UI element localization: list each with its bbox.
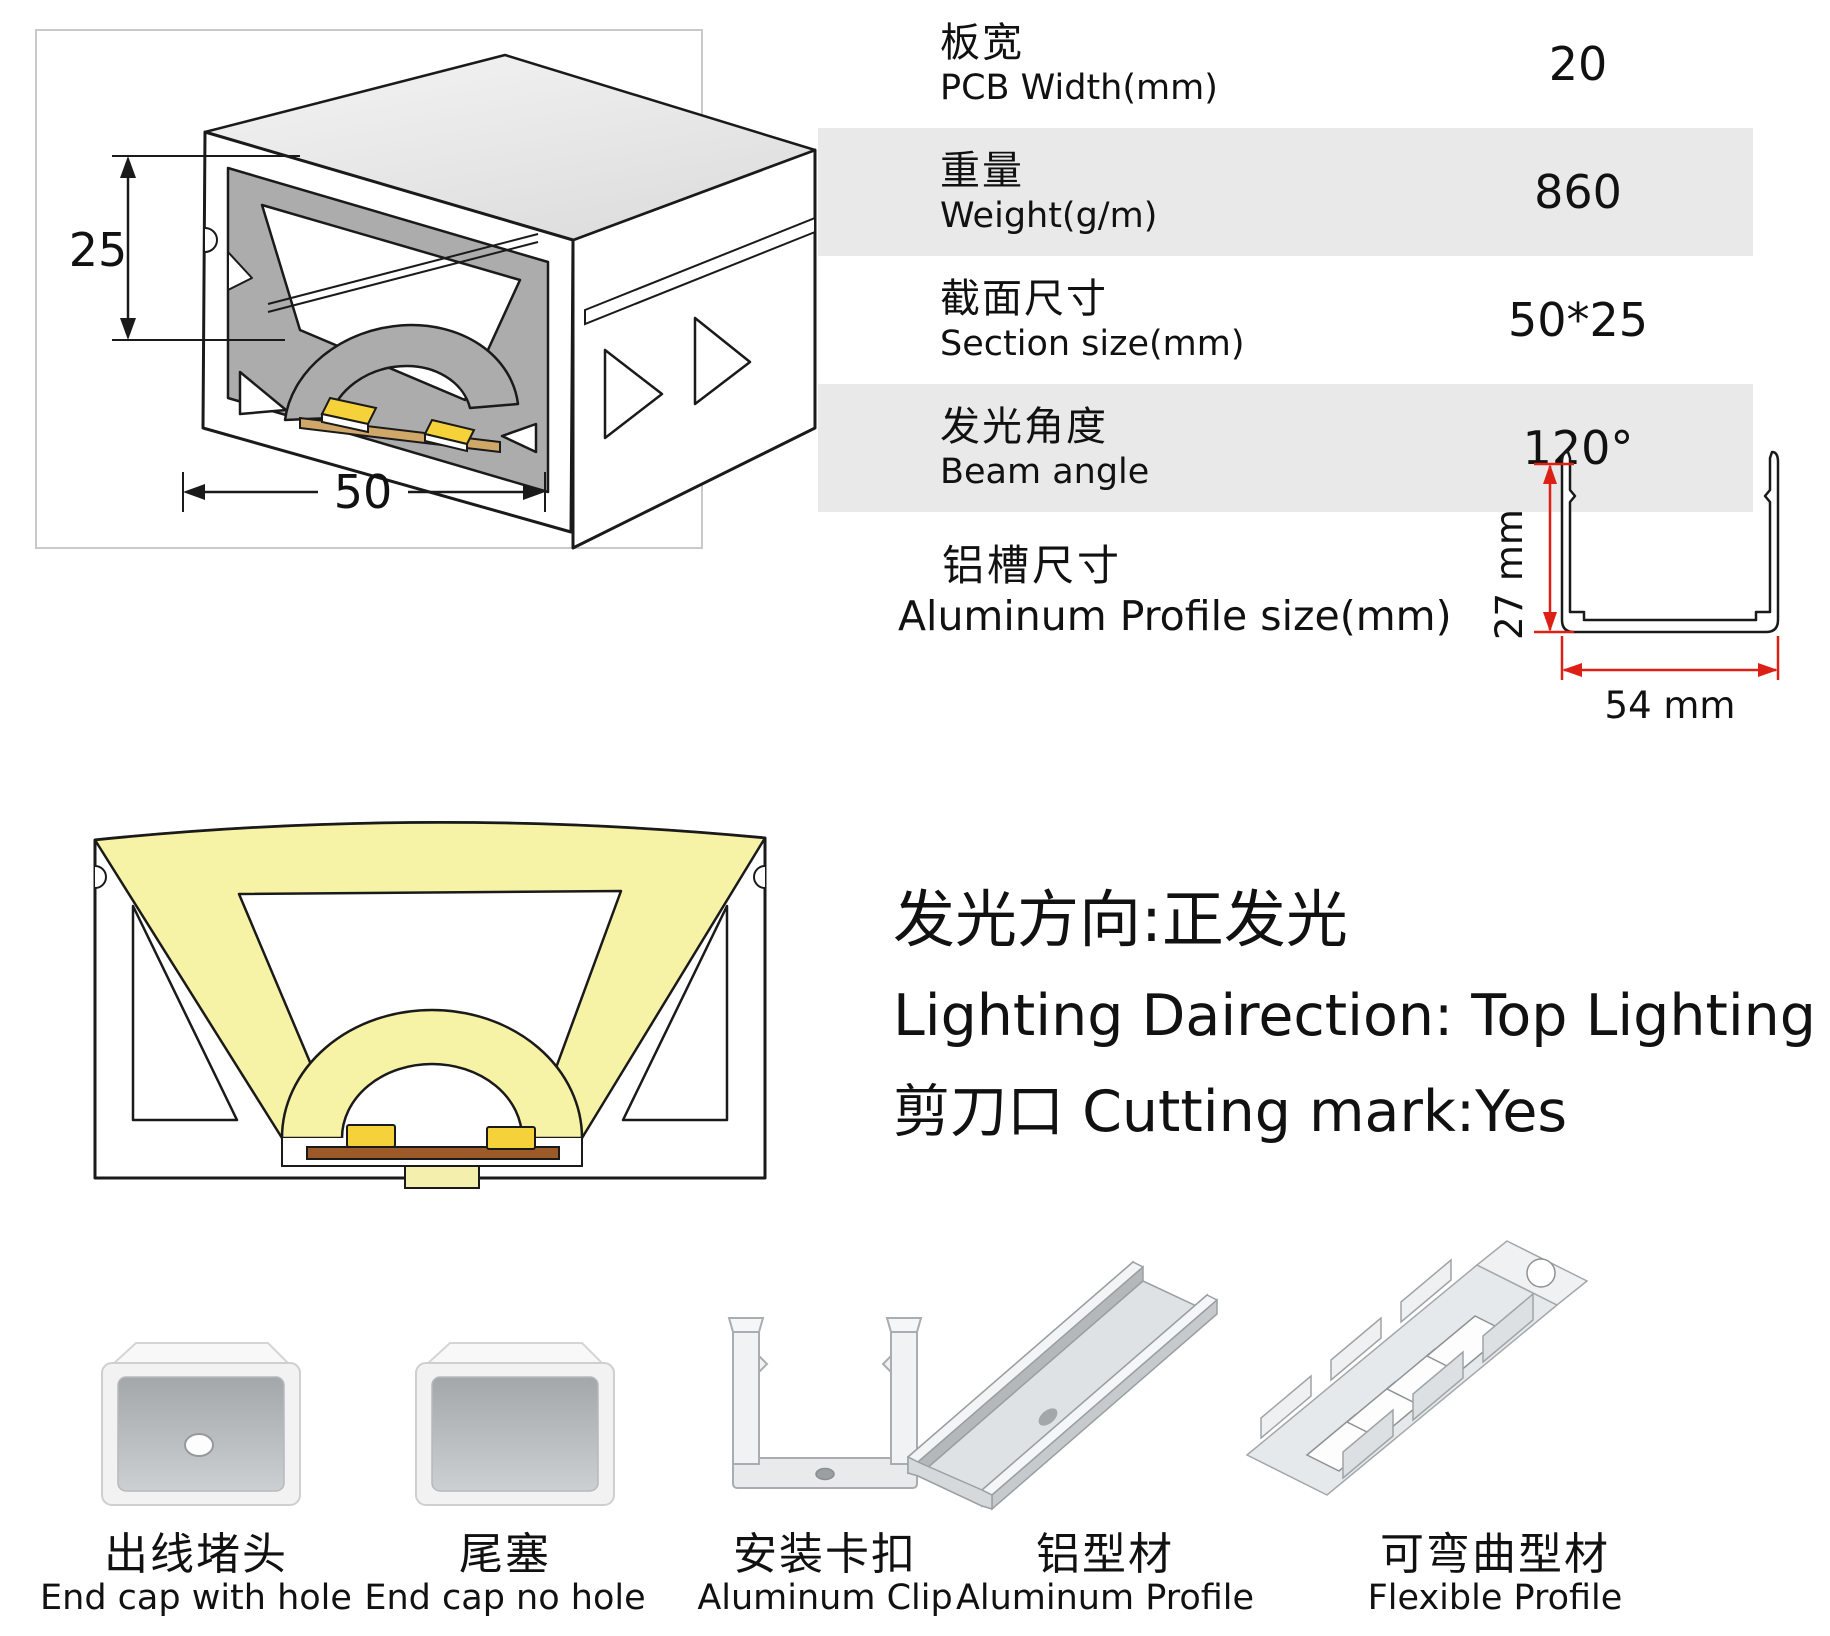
row-label-cn: 发光角度 xyxy=(940,404,1108,450)
aluminum-profile-image xyxy=(906,1260,1219,1511)
cutting-mark: 剪刀口 Cutting mark:Yes xyxy=(893,1079,1568,1145)
row-value: 860 xyxy=(1534,165,1622,219)
lighting-direction-en: Lighting Dairection: Top Lighting xyxy=(893,983,1816,1049)
end-cap-with-hole-image xyxy=(101,1342,301,1506)
product-label-en: Aluminum Profile xyxy=(955,1578,1255,1618)
led-chip-icon xyxy=(346,1124,396,1148)
flexible-profile-image xyxy=(1245,1240,1589,1496)
product-label-cn: 铝型材 xyxy=(1036,1529,1174,1580)
spec-table: 板宽 PCB Width(mm) 20 重量 Weight(g/m) 860 截… xyxy=(818,0,1753,512)
product-flexible-profile: 可弯曲型材 Flexible Profile xyxy=(1245,1240,1665,1636)
alu-size-label-en: Aluminum Profile size(mm) xyxy=(898,592,1452,640)
product-label-cn: 安装卡扣 xyxy=(733,1529,917,1580)
table-row: 截面尺寸 Section size(mm) 50*25 xyxy=(818,256,1753,384)
product-label-en: Aluminum Clip xyxy=(697,1578,953,1618)
profile-3d-drawing: 25 50 xyxy=(35,29,817,550)
product-aluminum-clip: 安装卡扣 Aluminum Clip xyxy=(655,1240,995,1636)
row-label-cn: 截面尺寸 xyxy=(940,276,1108,322)
flex-hole-icon xyxy=(1526,1258,1556,1288)
led-chip-icon xyxy=(320,396,476,453)
dim-25-label: 25 xyxy=(69,223,128,277)
product-label-cn: 可弯曲型材 xyxy=(1380,1529,1610,1580)
row-label-en: PCB Width(mm) xyxy=(940,68,1218,108)
product-label-cn: 尾塞 xyxy=(459,1529,551,1580)
row-label-cn: 板宽 xyxy=(940,20,1024,66)
row-label-cn: 重量 xyxy=(940,148,1024,194)
row-value: 120° xyxy=(1522,421,1634,475)
cross-section-drawing xyxy=(93,821,767,1189)
bottom-tab xyxy=(404,1165,480,1189)
product-label-en: Flexible Profile xyxy=(1367,1578,1623,1618)
product-aluminum-profile: 铝型材 Aluminum Profile xyxy=(906,1240,1275,1636)
dimension-54mm: 54 mm xyxy=(1560,636,1780,727)
lighting-info: 发光方向:正发光 Lighting Dairection: Top Lighti… xyxy=(893,872,1816,1160)
row-value: 20 xyxy=(1548,37,1608,91)
dimension-27mm: 27 mm xyxy=(1488,462,1574,640)
profile-hole-icon xyxy=(1038,1408,1058,1426)
dim-54mm-label: 54 mm xyxy=(1605,684,1736,727)
table-row: 发光角度 Beam angle 120° xyxy=(818,384,1753,512)
alu-size-label-cn: 铝槽尺寸 xyxy=(942,541,1123,590)
product-label-en: End cap with hole xyxy=(40,1578,352,1618)
product-label-en: End cap no hole xyxy=(364,1578,646,1618)
row-label-en: Section size(mm) xyxy=(940,324,1245,364)
aluminum-clip-image xyxy=(727,1317,923,1489)
product-end-cap-no-hole: 尾塞 End cap no hole xyxy=(335,1240,675,1636)
u-channel-outline xyxy=(1560,450,1780,634)
table-row: 板宽 PCB Width(mm) 20 xyxy=(818,0,1753,128)
lighting-direction: 发光方向:正发光 xyxy=(893,883,1348,956)
product-label-cn: 出线堵头 xyxy=(104,1529,288,1580)
alu-size-diagram: 27 mm 54 mm xyxy=(1488,450,1780,727)
clip-hole-icon xyxy=(815,1467,835,1481)
dim-50-label: 50 xyxy=(334,465,393,519)
row-label-en: Beam angle xyxy=(940,452,1150,492)
end-cap-no-hole-image xyxy=(415,1342,615,1506)
product-end-cap-with-hole: 出线堵头 End cap with hole xyxy=(26,1240,366,1636)
led-chip-icon xyxy=(486,1126,536,1150)
table-row: 重量 Weight(g/m) 860 xyxy=(818,128,1753,256)
row-value: 50*25 xyxy=(1507,293,1649,347)
row-label-en: Weight(g/m) xyxy=(940,196,1158,236)
dimension-25: 25 xyxy=(69,155,300,341)
cap-hole-icon xyxy=(184,1433,214,1457)
dimension-50: 50 xyxy=(182,465,546,519)
dim-27mm-label: 27 mm xyxy=(1488,509,1531,640)
